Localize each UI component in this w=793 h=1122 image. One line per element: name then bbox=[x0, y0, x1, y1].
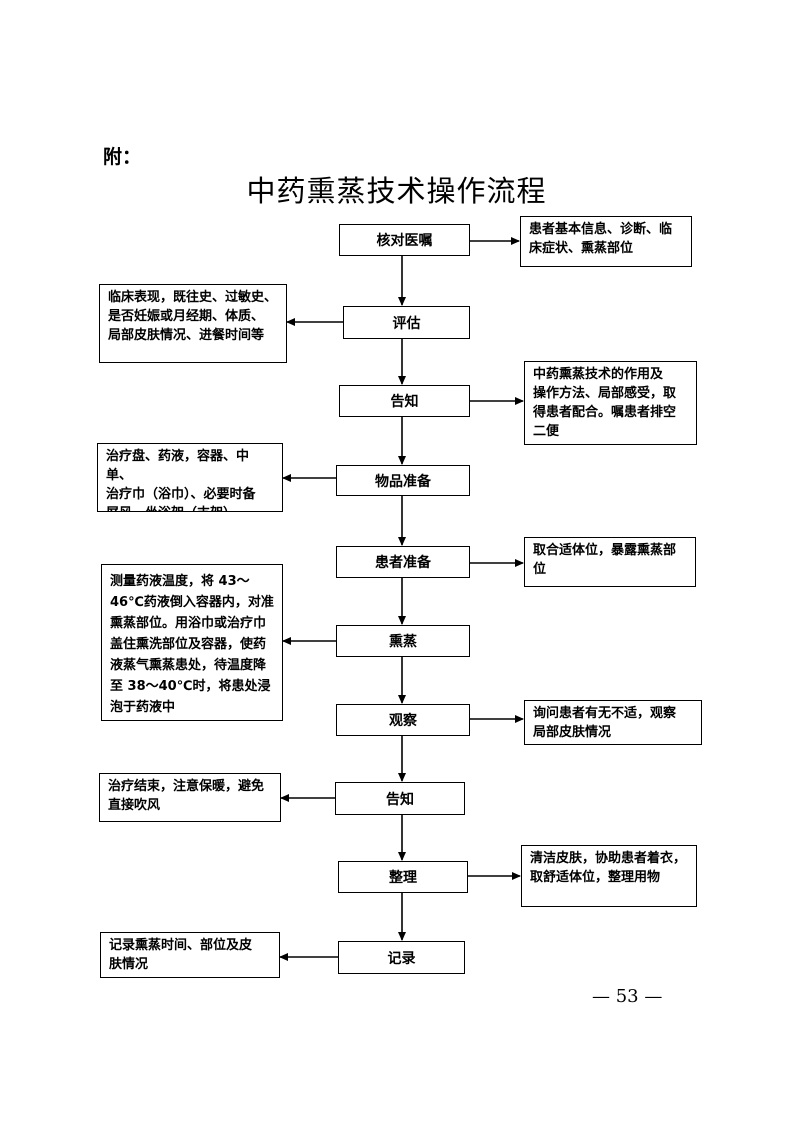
attachment-label: 附： bbox=[103, 146, 142, 168]
note-observe: 询问患者有无不适，观察 局部皮肤情况 bbox=[524, 700, 702, 745]
note-tidy: 清洁皮肤，协助患者着衣， 取舒适体位，整理用物 bbox=[521, 845, 697, 907]
note-record: 记录熏蒸时间、部位及皮 肤情况 bbox=[100, 932, 280, 978]
note-inform-end: 治疗结束，注意保暖，避免 直接吹风 bbox=[99, 773, 281, 822]
step-observe: 观察 bbox=[336, 704, 470, 736]
note-assess: 临床表现，既往史、过敏史、 是否妊娠或月经期、体质、 局部皮肤情况、进餐时间等 bbox=[99, 284, 287, 363]
step-assess: 评估 bbox=[343, 306, 470, 339]
page-title: 中药熏蒸技术操作流程 bbox=[246, 174, 547, 208]
note-prepare-items: 治疗盘、药液，容器、中单、 治疗巾（浴巾）、必要时备 屏风、坐浴架（支架） bbox=[97, 443, 283, 512]
step-record: 记录 bbox=[338, 941, 465, 974]
step-prepare-patient: 患者准备 bbox=[336, 546, 470, 578]
note-verify-order: 患者基本信息、诊断、临 床症状、熏蒸部位 bbox=[520, 216, 692, 267]
step-prepare-items: 物品准备 bbox=[336, 465, 470, 496]
note-prepare-patient: 取合适体位，暴露熏蒸部 位 bbox=[524, 537, 696, 587]
note-inform: 中药熏蒸技术的作用及 操作方法、局部感受，取 得患者配合。嘱患者排空 二便 bbox=[524, 361, 697, 445]
note-fumigation: 测量药液温度，将 43～ 46℃药液倒入容器内，对准 熏蒸部位。用浴巾或治疗巾 … bbox=[101, 564, 283, 721]
step-fumigation: 熏蒸 bbox=[336, 625, 470, 657]
step-inform: 告知 bbox=[339, 385, 470, 417]
step-verify-order: 核对医嘱 bbox=[339, 224, 470, 256]
step-inform-end: 告知 bbox=[335, 782, 465, 815]
page-number: — 53 — bbox=[592, 986, 663, 1007]
step-tidy: 整理 bbox=[338, 861, 468, 893]
